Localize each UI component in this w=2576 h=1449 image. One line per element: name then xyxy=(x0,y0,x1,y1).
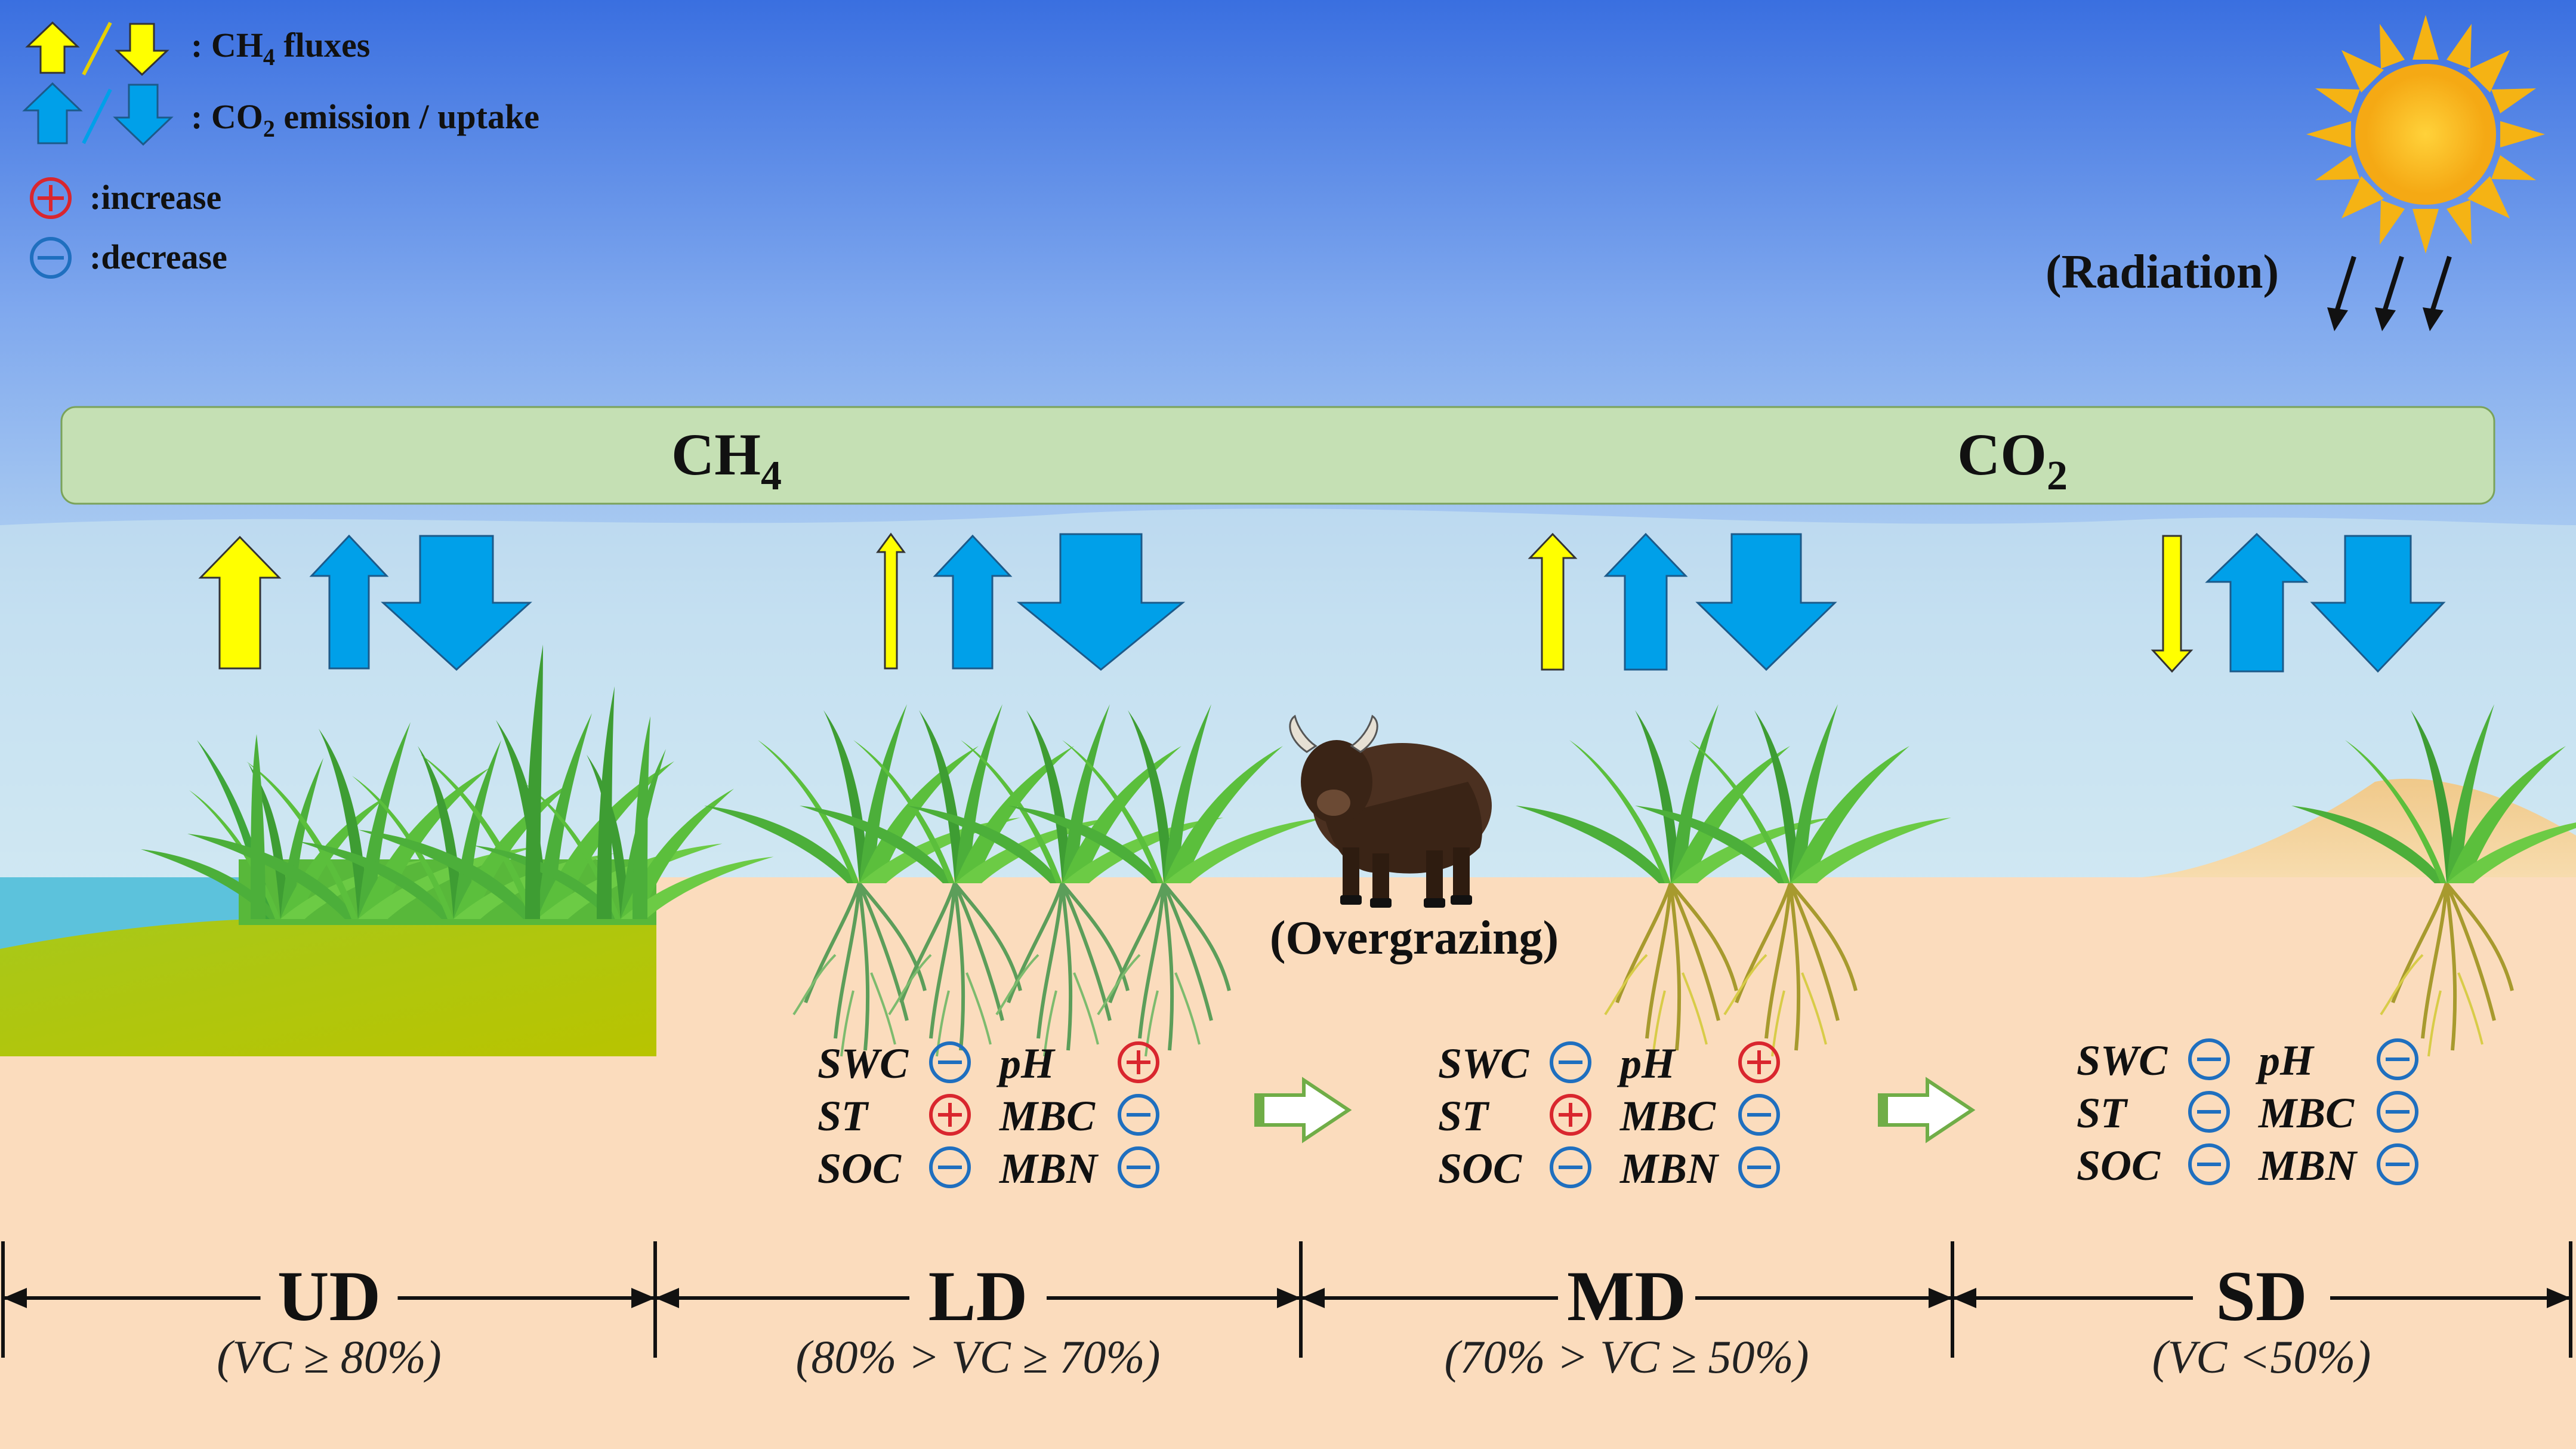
indicators-ld: SWC pH ST MBC SOC MBN xyxy=(817,1040,1159,1192)
indicator-label: ST xyxy=(817,1092,869,1140)
stage-range: (VC ≥ 80%) xyxy=(217,1331,441,1383)
stage-code: SD xyxy=(2216,1256,2307,1336)
indicator-label: MBC xyxy=(999,1092,1096,1140)
co2-emission-arrow xyxy=(2205,532,2309,673)
increase-icon xyxy=(1550,1094,1591,1136)
decrease-icon xyxy=(1738,1146,1780,1188)
atmosphere-bar xyxy=(60,406,2495,505)
co2-emission-arrow xyxy=(933,534,1013,670)
ch4-up-legend-icon xyxy=(25,21,80,74)
decrease-icon xyxy=(2188,1143,2230,1185)
decrease-icon xyxy=(1738,1094,1780,1136)
co2-up-legend-icon xyxy=(22,82,83,144)
indicators-md: SWC pH ST MBC SOC MBN xyxy=(1438,1040,1780,1192)
stage-code: MD xyxy=(1567,1256,1686,1336)
decrease-icon xyxy=(2377,1091,2418,1133)
ch4-down-legend-icon xyxy=(115,23,169,76)
ld-fluxes xyxy=(876,532,1186,671)
indicator-label: ST xyxy=(1438,1092,1490,1140)
decrease-icon xyxy=(2188,1091,2230,1133)
legend-ch4-text: : CH4 fluxes xyxy=(191,26,370,70)
stage-sd: SD(VC <50%) xyxy=(1952,1256,2571,1383)
decrease-icon xyxy=(2188,1038,2230,1080)
indicator-label: pH xyxy=(1616,1040,1676,1087)
decrease-icon xyxy=(1550,1041,1591,1083)
co2-uptake-arrow xyxy=(1695,533,1837,671)
indicators-sd: SWC pH ST MBC SOC MBN xyxy=(2077,1037,2418,1189)
decrease-icon xyxy=(929,1041,971,1083)
transition-arrow-icon xyxy=(1878,1077,1976,1143)
dense-grass xyxy=(140,645,774,925)
md-fluxes xyxy=(1528,532,1837,671)
indicator-label: pH xyxy=(996,1040,1056,1087)
overgrazing-label: (Overgrazing) xyxy=(1270,912,1559,964)
indicator-label: SOC xyxy=(817,1145,902,1192)
stage-ld: LD(80% > VC ≥ 70%) xyxy=(655,1256,1301,1383)
co2-uptake-arrow xyxy=(1016,533,1186,671)
co2-uptake-arrow xyxy=(2310,535,2446,673)
transition-arrow-icon xyxy=(1254,1077,1352,1143)
increase-icon xyxy=(1118,1041,1159,1083)
stage-ud: UD(VC ≥ 80%) xyxy=(3,1256,655,1383)
ch4-uptake-arrow xyxy=(2151,535,2194,673)
increase-icon xyxy=(1738,1041,1780,1083)
sd-fluxes xyxy=(2151,532,2446,673)
decrease-icon xyxy=(2377,1038,2418,1080)
meadow xyxy=(0,919,656,1056)
ch4-emission-arrow xyxy=(876,532,906,670)
stage-code: LD xyxy=(928,1256,1028,1336)
decrease-icon xyxy=(30,237,72,279)
radiation-arrows xyxy=(2327,255,2452,331)
decrease-icon xyxy=(1118,1094,1159,1136)
legend-slash xyxy=(82,21,112,76)
decrease-icon xyxy=(2377,1143,2418,1185)
co2-emission-arrow xyxy=(1603,532,1688,671)
decrease-icon xyxy=(929,1146,971,1188)
indicator-label: MBN xyxy=(2258,1142,2358,1189)
ch4-bar-label: CH4 xyxy=(671,421,782,499)
indicator-label: SWC xyxy=(2077,1037,2168,1084)
indicator-label: ST xyxy=(2077,1089,2128,1137)
radiation-label: (Radiation) xyxy=(2046,246,2279,298)
indicator-label: SOC xyxy=(1438,1145,1522,1192)
indicator-label: SOC xyxy=(2077,1142,2161,1189)
decrease-icon xyxy=(1550,1146,1591,1188)
stage-range: (VC <50%) xyxy=(2152,1331,2371,1383)
stage-md: MD(70% > VC ≥ 50%) xyxy=(1301,1256,1952,1383)
legend-increase-text: :increase xyxy=(90,178,221,217)
increase-icon xyxy=(30,177,72,219)
soil-indicators: SWC pH ST MBC SOC MBN SWC pH ST MBC SOC MBN SWC pH ST M… xyxy=(817,1037,2418,1192)
ch4-emission-arrow xyxy=(198,535,282,670)
indicator-label: MBN xyxy=(1619,1145,1720,1192)
legend-co2-text: : CO2 emission / uptake xyxy=(191,97,539,142)
stage-range: (80% > VC ≥ 70%) xyxy=(795,1331,1160,1383)
co2-uptake-arrow xyxy=(381,535,532,671)
indicator-label: SWC xyxy=(1438,1040,1529,1087)
indicator-label: MBC xyxy=(1619,1092,1716,1140)
decrease-icon xyxy=(1118,1146,1159,1188)
co2-bar-label: CO2 xyxy=(1957,421,2068,499)
sun-icon xyxy=(2306,15,2545,254)
co2-down-legend-icon xyxy=(113,84,174,146)
yak-icon xyxy=(1289,714,1492,908)
legend-slash xyxy=(82,88,112,144)
stage-code: UD xyxy=(277,1256,381,1336)
ch4-emission-arrow xyxy=(1528,532,1578,671)
indicator-label: MBC xyxy=(2258,1089,2355,1137)
stage-range: (70% > VC ≥ 50%) xyxy=(1444,1331,1809,1383)
co2-emission-arrow xyxy=(309,534,389,670)
indicator-label: pH xyxy=(2255,1037,2315,1084)
increase-icon xyxy=(929,1094,971,1136)
ud-fluxes xyxy=(198,534,532,671)
indicator-label: MBN xyxy=(999,1145,1099,1192)
indicator-label: SWC xyxy=(817,1040,909,1087)
legend-decrease-text: :decrease xyxy=(90,238,227,276)
legend: : CH4 fluxes : CO2 emission / uptake :in… xyxy=(22,21,539,279)
